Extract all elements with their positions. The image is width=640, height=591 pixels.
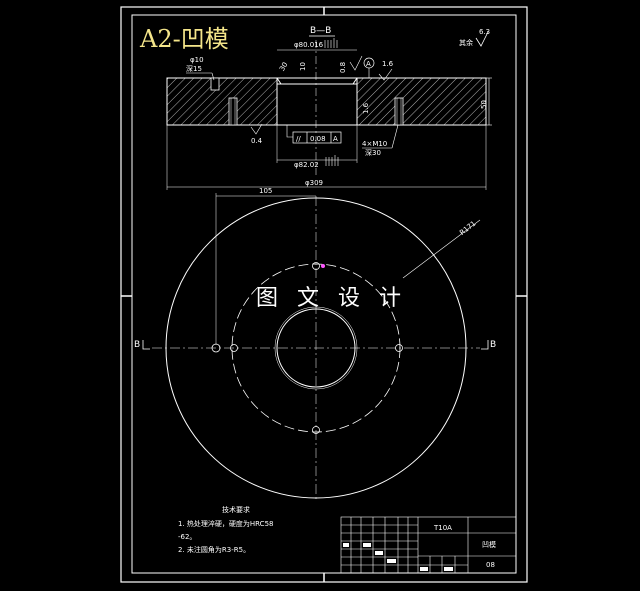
svg-text:105: 105 [259,187,272,195]
svg-text:1.6: 1.6 [382,60,394,68]
roughness-other: 6.3 其余 [459,28,490,47]
svg-text:1. 热处理淬硬，硬度为HRC58: 1. 热处理淬硬，硬度为HRC58 [178,519,273,528]
svg-text:0.4: 0.4 [251,137,263,145]
section-label: B—B [310,26,331,36]
svg-text:6.3: 6.3 [479,28,490,36]
tech-requirements: 技术要求 1. 热处理淬硬，硬度为HRC58 -62。 2. 未注圆角为R3-R… [178,505,273,554]
drawing-title: A2-凹模 [139,25,229,53]
svg-text:A: A [366,60,371,68]
svg-text:B: B [134,340,140,350]
plan-view: 105 R171 B B [134,187,496,502]
material-text: T10A [433,524,452,532]
svg-text:B: B [490,340,496,350]
svg-text:0.08: 0.08 [310,135,326,143]
svg-text:4×M10: 4×M10 [362,140,387,148]
svg-text://: // [296,135,301,143]
svg-text:-62。: -62。 [178,533,196,541]
centering-marks [121,7,527,582]
svg-text:技术要求: 技术要求 [222,505,250,514]
svg-text:深30: 深30 [365,148,381,157]
svg-text:2. 未注圆角为R3-R5。: 2. 未注圆角为R3-R5。 [178,545,250,554]
svg-text:1.6: 1.6 [362,102,370,114]
tolerance-frame: // 0.08 A [286,125,342,144]
svg-text:深15: 深15 [186,64,202,73]
drawing-number: 08 [486,561,495,569]
svg-text:50: 50 [480,100,488,109]
title-block [340,516,517,574]
svg-text:φ80.016: φ80.016 [294,41,324,49]
part-name-text: 凹模 [482,540,496,549]
watermark-text: 图 文 设 计 [256,286,407,311]
svg-text:其余: 其余 [459,38,473,47]
svg-text:30: 30 [278,61,289,73]
svg-text:0.8: 0.8 [339,62,347,73]
marker-point [321,264,325,268]
svg-text:10: 10 [299,62,307,71]
svg-text:φ309: φ309 [305,179,323,187]
svg-text:R171: R171 [458,219,477,237]
section-view: φ80.016 φ10 深15 30 10 0.8 A 1.6 1.6 50 [166,38,492,190]
svg-text:φ10: φ10 [190,56,204,64]
title-block-fill [343,543,453,571]
svg-text:A: A [333,135,338,143]
svg-text:φ82.02: φ82.02 [294,161,319,169]
